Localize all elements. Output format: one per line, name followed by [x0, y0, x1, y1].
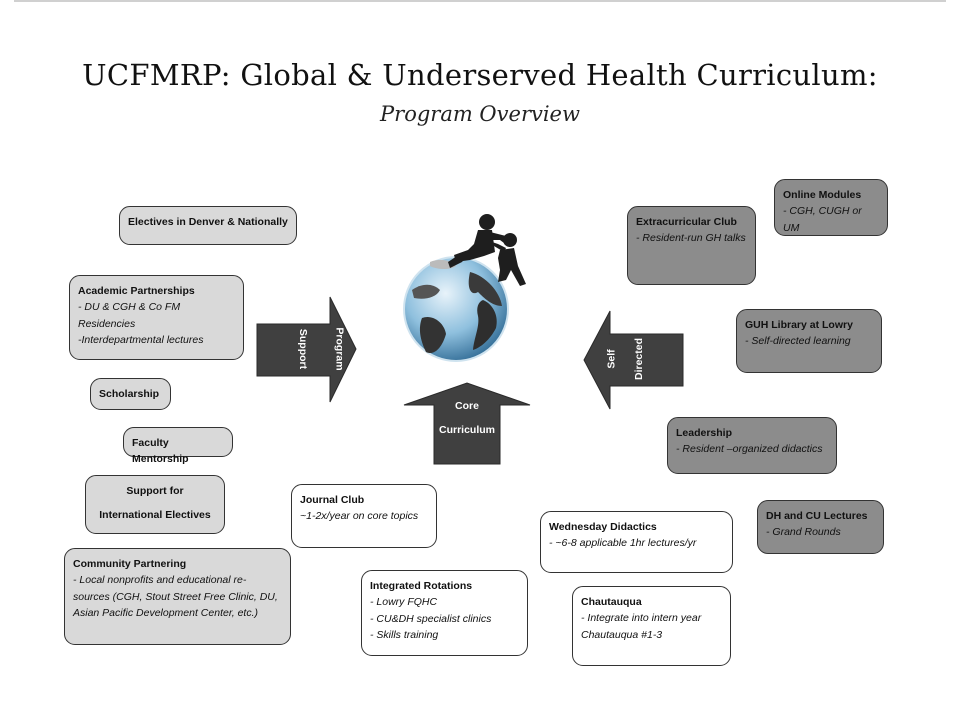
self-directed-label-1: Self	[605, 349, 618, 369]
integrated-rotations-box: Integrated Rotations - Lowry FQHC - CU&D…	[361, 570, 528, 656]
electives-box: Electives in Denver & Nationally	[119, 206, 297, 245]
community-line-1: - Local nonprofits and educational re-	[73, 574, 247, 587]
core-curriculum-arrow	[403, 382, 531, 465]
leadership-title: Leadership	[676, 427, 733, 439]
wednesday-didactics-box: Wednesday Didactics - ~6-8 applicable 1h…	[540, 511, 733, 573]
extracurricular-title: Extracurricular Club	[636, 216, 737, 228]
top-rule	[14, 0, 946, 2]
journal-title: Journal Club	[300, 494, 365, 506]
wednesday-title: Wednesday Didactics	[549, 521, 657, 533]
online-title: Online Modules	[783, 189, 862, 201]
online-modules-box: Online Modules - CGH, CUGH or UM	[774, 179, 888, 236]
faculty-title: Faculty Mentorship	[132, 437, 189, 466]
library-title: GUH Library at Lowry	[745, 319, 853, 331]
community-title: Community Partnering	[73, 558, 187, 570]
guh-library-box: GUH Library at Lowry - Self-directed lea…	[736, 309, 882, 373]
integrated-line-3: - Skills training	[370, 628, 439, 641]
integrated-line-1: - Lowry FQHC	[370, 596, 438, 609]
program-support-arrow	[256, 296, 357, 403]
core-curriculum-label-2: Curriculum	[438, 424, 495, 436]
page-subtitle: Program Overview	[380, 102, 580, 126]
program-support-label-1: Program	[333, 327, 346, 371]
integrated-line-2: - CU&DH specialist clinics	[370, 612, 492, 625]
community-partnering-box: Community Partnering - Local nonprofits …	[64, 548, 291, 645]
wednesday-line-1: - ~6-8 applicable 1hr lectures/yr	[549, 537, 697, 550]
community-line-3: Asian Pacific Development Center, etc.)	[73, 606, 259, 619]
core-curriculum-label-1: Core	[455, 400, 479, 412]
climbers-icon	[448, 214, 526, 286]
chautauqua-box: Chautauqua - Integrate into intern year …	[572, 586, 731, 666]
extracurricular-line-1: - Resident-run GH talks	[636, 232, 746, 245]
chautauqua-line-2: Chautauqua #1-3	[581, 628, 663, 641]
dh-cu-lectures-box: DH and CU Lectures - Grand Rounds	[757, 500, 884, 554]
program-support-label-2: Support	[297, 328, 310, 370]
journal-club-box: Journal Club ~1-2x/year on core topics	[291, 484, 437, 548]
faculty-mentorship-box: Faculty Mentorship	[123, 427, 233, 465]
support-title-1: Support for	[126, 485, 184, 497]
lectures-line-1: - Grand Rounds	[766, 526, 841, 539]
academic-partnerships-box: Academic Partnerships - DU & CGH & Co FM…	[69, 275, 244, 360]
chautauqua-title: Chautauqua	[581, 596, 642, 608]
scholarship-box: Scholarship	[90, 378, 171, 410]
journal-line-1: ~1-2x/year on core topics	[300, 510, 419, 523]
globe-icon	[403, 256, 509, 362]
community-line-2: sources (CGH, Stout Street Free Clinic, …	[73, 590, 278, 603]
academic-title: Academic Partnerships	[78, 285, 195, 297]
scholarship-title: Scholarship	[99, 388, 160, 400]
leadership-line-1: - Resident –organized didactics	[676, 443, 823, 456]
chautauqua-line-1: - Integrate into intern year	[581, 612, 702, 625]
electives-title: Electives in Denver & Nationally	[128, 216, 288, 228]
lectures-title: DH and CU Lectures	[766, 510, 868, 522]
support-title-2: International Electives	[99, 509, 211, 522]
self-directed-label-2: Directed	[633, 337, 646, 381]
extracurricular-club-box: Extracurricular Club - Resident-run GH t…	[627, 206, 756, 285]
integrated-title: Integrated Rotations	[370, 580, 473, 592]
international-electives-box: Support for International Electives	[85, 475, 225, 534]
library-line-1: - Self-directed learning	[745, 335, 851, 348]
online-line-1: - CGH, CUGH or UM	[783, 205, 862, 234]
page-title: UCFMRP: Global & Underserved Health Curr…	[82, 58, 878, 92]
self-directed-arrow	[583, 310, 684, 410]
academic-line-1: - DU & CGH & Co FM Residencies	[78, 301, 181, 330]
leadership-box: Leadership - Resident –organized didacti…	[667, 417, 837, 474]
academic-line-2: -Interdepartmental lectures	[78, 333, 204, 346]
